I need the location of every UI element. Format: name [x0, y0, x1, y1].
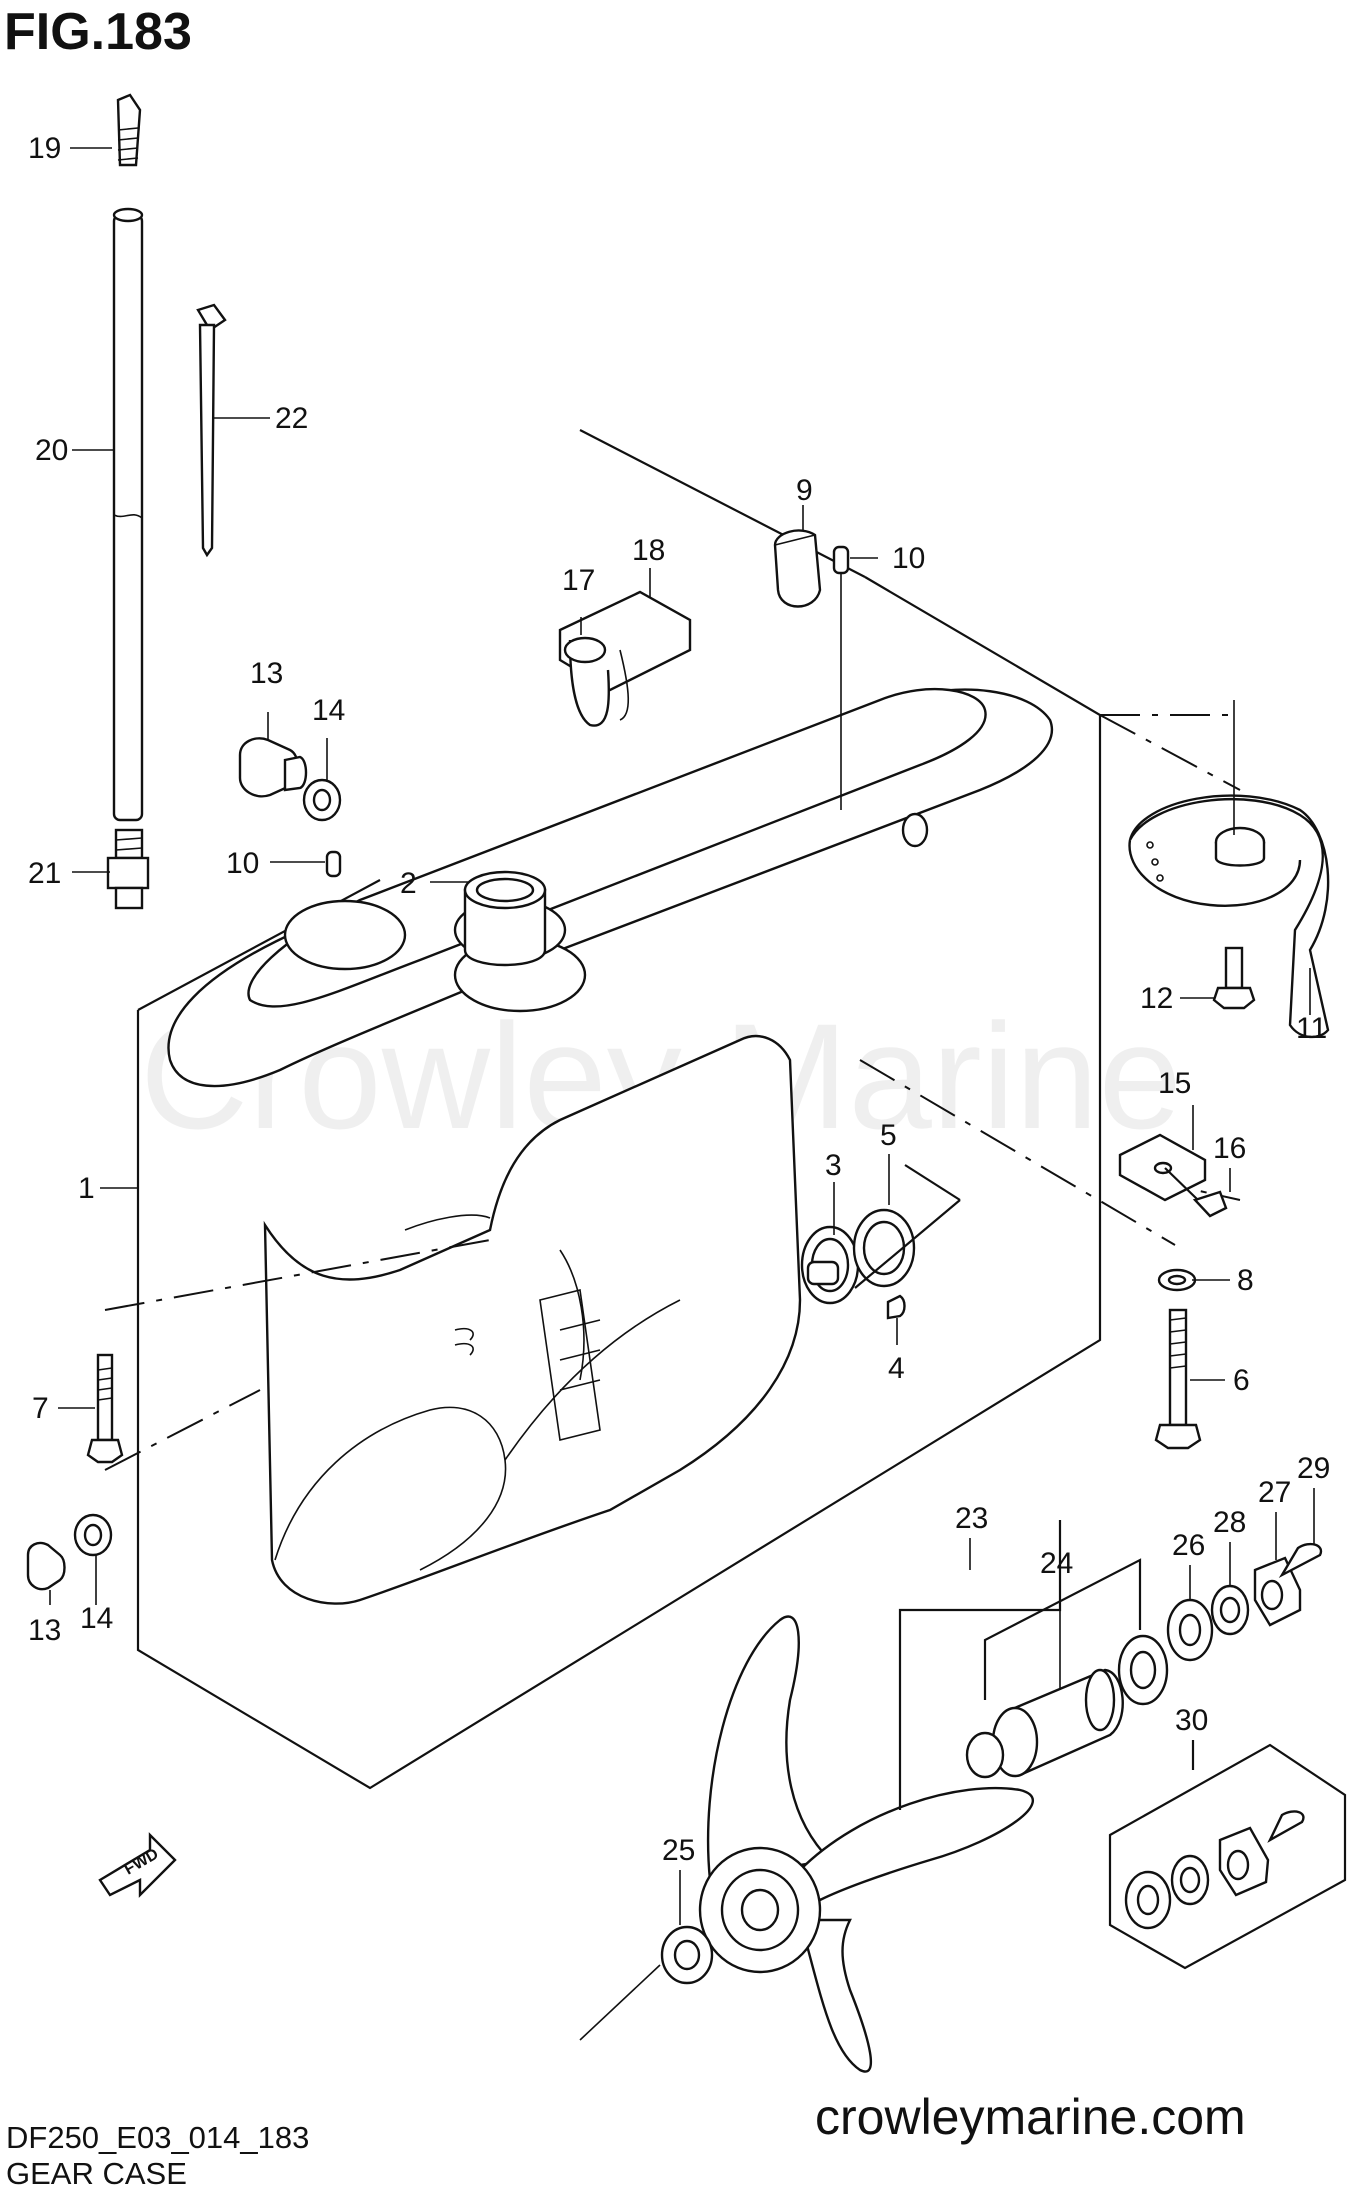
callout-24: 24: [1040, 1547, 1073, 1580]
callout-30: 30: [1175, 1704, 1208, 1737]
callout-4: 4: [888, 1352, 905, 1385]
callout-20: 20: [35, 434, 68, 467]
callout-labels: 19 20 21 22 13 14 10 2 1 7 13 14 17 18 9…: [28, 132, 1330, 1867]
callout-leaders: [49, 147, 1315, 2041]
callout-14-top: 14: [312, 694, 345, 727]
plate-9-pin-10: [773, 529, 850, 810]
callout-13-bottom: 13: [28, 1614, 61, 1647]
callout-28: 28: [1213, 1506, 1246, 1539]
callout-17: 17: [562, 564, 595, 597]
nut-kit-30: [1108, 1740, 1347, 1970]
callout-16: 16: [1213, 1132, 1246, 1165]
callout-25: 25: [662, 1834, 695, 1867]
propeller: FWD: [98, 1520, 1323, 2073]
callout-10-right: 10: [892, 542, 925, 575]
callout-2: 2: [400, 867, 417, 900]
needle-bearing: [463, 870, 547, 967]
callout-22: 22: [275, 402, 308, 435]
drive-shaft-group: [106, 93, 150, 910]
callout-27: 27: [1258, 1476, 1291, 1509]
trim-tab-anode: [1128, 700, 1330, 1039]
figure-title: FIG.183: [4, 3, 192, 61]
callout-14-bottom: 14: [80, 1602, 113, 1635]
callout-12: 12: [1140, 982, 1173, 1015]
figure-caption: GEAR CASE: [6, 2156, 187, 2186]
bearing-housing: [800, 1164, 961, 1320]
bolt-7: [86, 1353, 124, 1464]
callout-23: 23: [955, 1502, 988, 1535]
callout-8: 8: [1237, 1264, 1254, 1297]
callout-19: 19: [28, 132, 61, 165]
callout-26: 26: [1172, 1529, 1205, 1562]
callout-18: 18: [632, 534, 665, 567]
callout-15: 15: [1158, 1067, 1191, 1100]
callout-21: 21: [28, 857, 61, 890]
block-15-screw-16: [1118, 1133, 1228, 1218]
plug-washer-bottom: [26, 1513, 113, 1591]
callout-11: 11: [1296, 1012, 1327, 1045]
guide-17-plate-18: [558, 590, 692, 727]
gear-case-housing: [167, 687, 1053, 1605]
plug-washer-top: [238, 737, 342, 878]
callout-3: 3: [825, 1149, 842, 1182]
washer-8-bolt-6: [1154, 1268, 1202, 1450]
callout-5: 5: [880, 1119, 897, 1152]
callout-6: 6: [1233, 1364, 1250, 1397]
callout-29: 29: [1297, 1452, 1330, 1485]
callout-1: 1: [78, 1172, 95, 1205]
callout-9: 9: [796, 474, 813, 507]
fwd-arrow-icon: [98, 1832, 177, 1898]
callout-13-top: 13: [250, 657, 283, 690]
model-code: DF250_E03_014_183: [6, 2120, 310, 2155]
cable-tie: [196, 303, 227, 558]
website-link[interactable]: crowleymarine.com: [815, 2089, 1246, 2145]
callout-7: 7: [32, 1392, 49, 1425]
callout-10-left: 10: [226, 847, 259, 880]
